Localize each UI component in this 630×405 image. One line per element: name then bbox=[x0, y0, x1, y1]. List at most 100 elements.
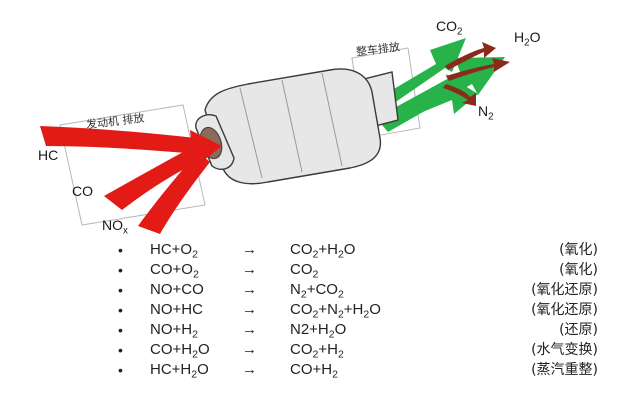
formula-text: HC+H bbox=[150, 361, 192, 378]
formula-text: +H bbox=[318, 341, 338, 358]
formula-text: O bbox=[197, 341, 210, 358]
formula-subscript: 2 bbox=[328, 328, 335, 341]
formula-text: NO+H bbox=[150, 321, 193, 338]
inlet-arrow-head bbox=[190, 130, 222, 168]
reaction-type: (水气变换) bbox=[531, 342, 598, 358]
hc-label: HC bbox=[38, 147, 59, 163]
inlet-arrow-hc bbox=[40, 126, 200, 154]
nox-label: NOx bbox=[102, 218, 128, 236]
formula-text: O bbox=[197, 361, 209, 378]
converter-rib-2 bbox=[281, 79, 303, 173]
co2-label: CO2 bbox=[436, 19, 462, 37]
formula-text: N2+H bbox=[290, 321, 329, 338]
reaction-type: (蒸汽重整) bbox=[531, 362, 598, 378]
h2o-label-pre: H bbox=[514, 29, 525, 45]
formula-subscript: 2 bbox=[337, 308, 344, 321]
co-label: CO bbox=[72, 183, 93, 199]
formula-text: NO+CO bbox=[150, 281, 204, 298]
reaction-arrow: → bbox=[242, 241, 257, 258]
reaction-list: •HC+O2→CO2+H2O(氧化)•CO+O2→CO2(氧化)•NO+CO→N… bbox=[118, 240, 598, 381]
outlet-thin-arrow-1 bbox=[445, 42, 496, 70]
h2o-label-post: O bbox=[529, 29, 541, 45]
formula-subscript: 2 bbox=[337, 248, 344, 261]
inlet-arrow-nox bbox=[138, 152, 210, 234]
formula-subscript: 2 bbox=[312, 248, 319, 261]
reaction-bullet: • bbox=[118, 242, 123, 258]
formula-subscript: 2 bbox=[337, 288, 344, 301]
formula-subscript: 2 bbox=[337, 348, 344, 361]
reaction-bullet: • bbox=[118, 302, 123, 318]
reaction-products: N2+CO2 bbox=[290, 280, 344, 305]
reaction-arrow: → bbox=[242, 321, 257, 338]
reaction-reactants: NO+HC bbox=[150, 300, 203, 320]
reaction-type: (还原) bbox=[559, 322, 598, 338]
n2-label-sub: 2 bbox=[488, 111, 494, 123]
reaction-bullet: • bbox=[118, 342, 123, 358]
nox-label-base: NO bbox=[102, 217, 123, 233]
reaction-reactants: HC+H2O bbox=[150, 360, 209, 385]
formula-text: CO+H bbox=[150, 341, 193, 358]
reaction-type: (氧化) bbox=[559, 262, 598, 278]
h2o-label: H2O bbox=[514, 30, 540, 48]
formula-text: +H bbox=[318, 241, 338, 258]
converter-shell bbox=[204, 68, 382, 185]
formula-subscript: 2 bbox=[363, 308, 370, 321]
formula-text: CO bbox=[290, 261, 313, 278]
reaction-reactants: CO+O2 bbox=[150, 260, 199, 285]
reaction-reactants: NO+CO bbox=[150, 280, 204, 300]
formula-text: O bbox=[369, 301, 381, 318]
reaction-row: •CO+H2O→CO2+H2(水气变换) bbox=[118, 340, 598, 361]
engine-exhaust-frame bbox=[59, 104, 206, 226]
formula-text: CO bbox=[290, 241, 313, 258]
formula-subscript: 2 bbox=[192, 268, 199, 281]
formula-text: CO+H bbox=[290, 361, 333, 378]
reaction-products: CO2+H2 bbox=[290, 340, 344, 365]
converter-rib-3 bbox=[321, 72, 343, 167]
reaction-type: (氧化还原) bbox=[531, 302, 598, 318]
reaction-products: CO2+H2O bbox=[290, 240, 355, 265]
reaction-arrow: → bbox=[242, 341, 257, 358]
formula-subscript: 2 bbox=[192, 328, 198, 341]
formula-subscript: 2 bbox=[312, 268, 319, 281]
reaction-arrow: → bbox=[242, 261, 257, 278]
converter-rib-1 bbox=[239, 87, 263, 179]
formula-subscript: 2 bbox=[191, 368, 198, 381]
reaction-products: CO2 bbox=[290, 260, 318, 285]
formula-text: +N bbox=[318, 301, 338, 318]
nox-label-sub: x bbox=[123, 225, 128, 237]
reaction-bullet: • bbox=[118, 262, 123, 278]
formula-text: +H bbox=[343, 301, 364, 318]
formula-text: N bbox=[290, 281, 301, 298]
outlet-thin-arrow-3 bbox=[443, 84, 476, 106]
reaction-row: •NO+HC→CO2+N2+H2O(氧化还原) bbox=[118, 300, 598, 321]
reaction-bullet: • bbox=[118, 322, 123, 338]
formula-text: CO+O bbox=[150, 261, 193, 278]
reaction-arrow: → bbox=[242, 361, 257, 378]
formula-subscript: 2 bbox=[312, 348, 319, 361]
outlet-arrows bbox=[372, 38, 510, 132]
reaction-reactants: HC+O2 bbox=[150, 240, 198, 265]
formula-text: CO bbox=[290, 341, 313, 358]
outlet-arrow-upper bbox=[372, 38, 466, 110]
co2-label-base: CO bbox=[436, 18, 457, 34]
reaction-products: CO2+N2+H2O bbox=[290, 300, 381, 325]
formula-subscript: 2 bbox=[300, 288, 307, 301]
reaction-row: •HC+H2O→CO+H2(蒸汽重整) bbox=[118, 360, 598, 381]
formula-subscript: 2 bbox=[332, 368, 338, 381]
reaction-type: (氧化) bbox=[559, 242, 598, 258]
outlet-thin-arrow-2 bbox=[446, 58, 510, 81]
catalytic-converter bbox=[195, 68, 399, 185]
reaction-row: •HC+O2→CO2+H2O(氧化) bbox=[118, 240, 598, 261]
formula-subscript: 2 bbox=[192, 348, 198, 361]
reaction-bullet: • bbox=[118, 362, 123, 378]
reaction-type: (氧化还原) bbox=[531, 282, 598, 298]
formula-text: HC+O bbox=[150, 241, 193, 258]
formula-text: +CO bbox=[306, 281, 338, 298]
reaction-arrow: → bbox=[242, 301, 257, 318]
reaction-reactants: CO+H2O bbox=[150, 340, 210, 365]
n2-label: N2 bbox=[478, 104, 494, 122]
reaction-products: N2+H2O bbox=[290, 320, 346, 345]
formula-text: CO bbox=[290, 301, 313, 318]
